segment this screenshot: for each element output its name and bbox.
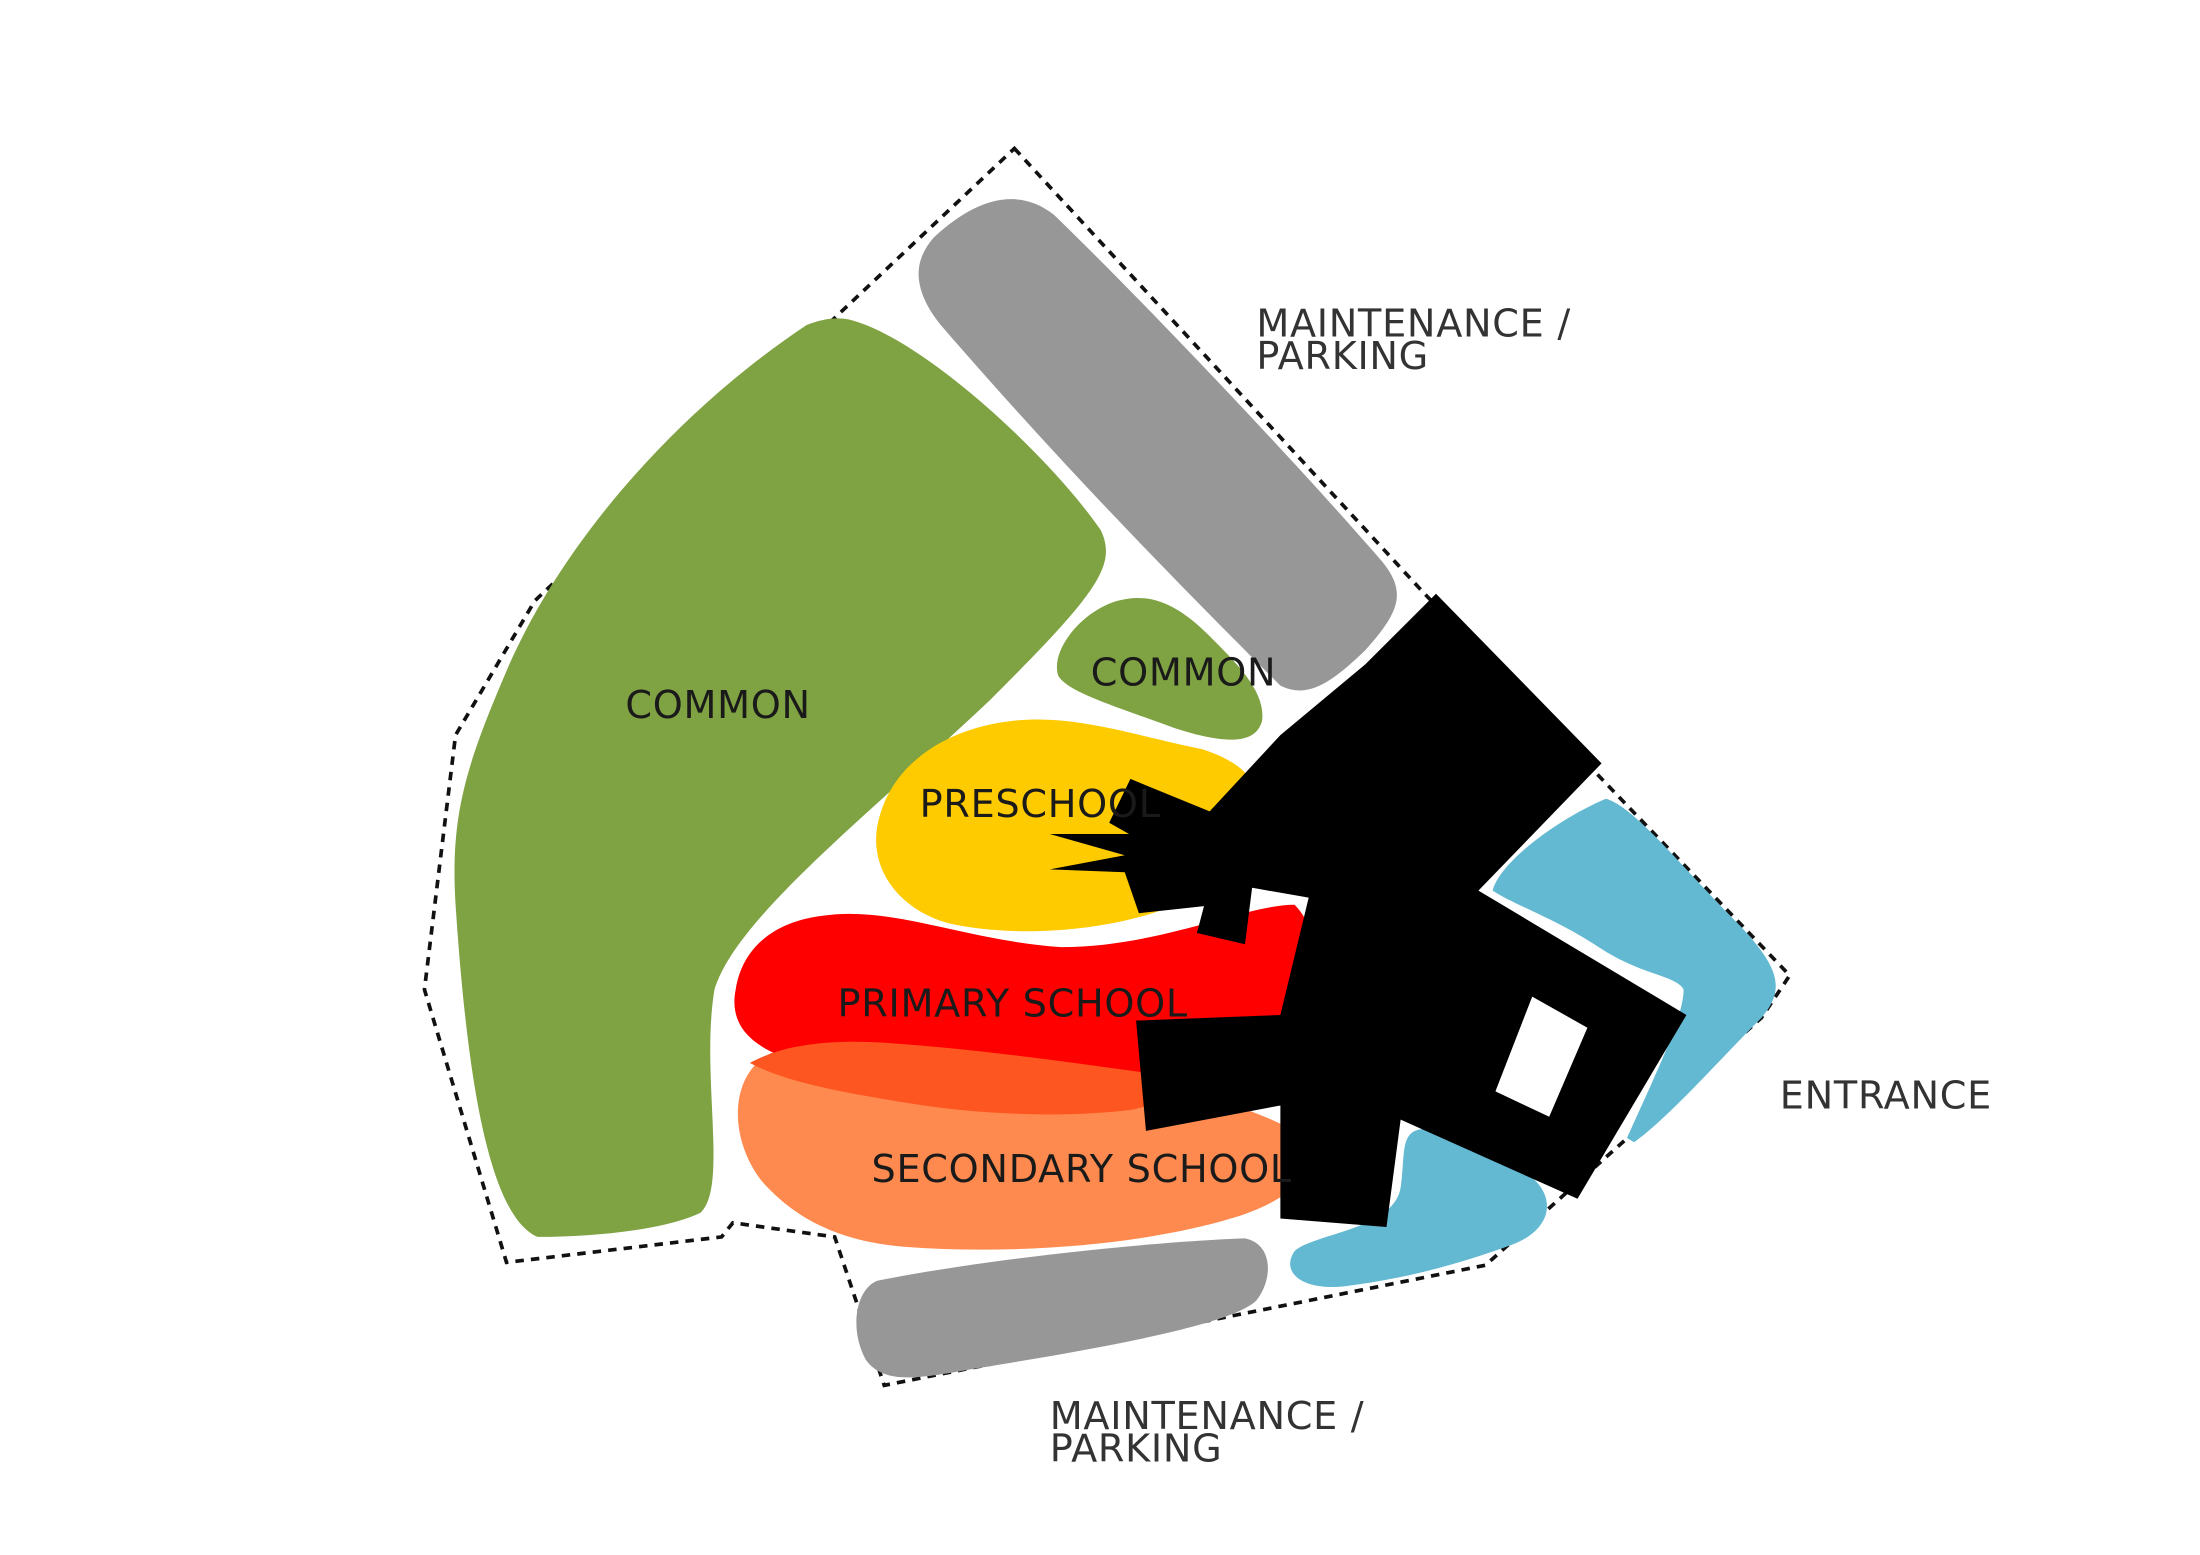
secondary-school-label: SECONDARY SCHOOL	[872, 1148, 1292, 1192]
common-zone-large	[454, 318, 1106, 1237]
maintenance-top-label-line2: PARKING	[1256, 335, 1429, 379]
primary-school-label: PRIMARY SCHOOL	[838, 982, 1188, 1026]
maintenance-top-label-line1: MAINTENANCE /	[1256, 302, 1571, 346]
common-small-label: COMMON	[1091, 652, 1276, 696]
common-zone-small	[1056, 597, 1263, 740]
maintenance-bottom-label-line2: PARKING	[1050, 1428, 1223, 1472]
entrance-label: ENTRANCE	[1780, 1074, 1992, 1118]
site-boundary	[422, 145, 1793, 1388]
common-large-label: COMMON	[625, 684, 810, 728]
maintenance-zone-bottom	[856, 1238, 1268, 1378]
entrance-zone-upper	[1492, 798, 1776, 1143]
maintenance-bottom-label-line1: MAINTENANCE /	[1050, 1395, 1365, 1439]
primary-secondary-overlap	[749, 1041, 1167, 1115]
maintenance-zone-top	[918, 199, 1397, 691]
preschool-label: PRESCHOOL	[920, 783, 1161, 827]
building-courtyard	[1495, 996, 1588, 1117]
entrance-zone-lower	[1290, 1128, 1547, 1288]
